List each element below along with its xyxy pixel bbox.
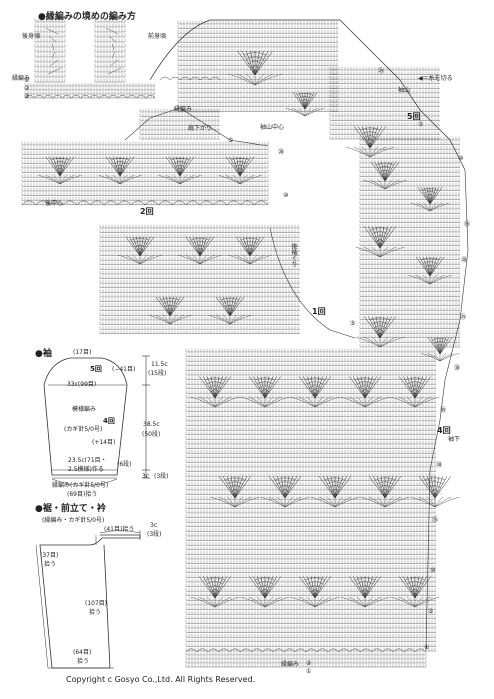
back-body-label: 後身頃 — [22, 33, 41, 40]
row-marker: ⑤ — [350, 320, 356, 327]
sleeve-pickup: (69目)拾う — [67, 491, 98, 498]
bottom-edge-label: 縁編み — [281, 661, 300, 668]
sleeve-pattern: 模様編み — [72, 406, 97, 413]
row-marker: ① — [306, 668, 312, 675]
row-marker: ⑳ — [278, 149, 285, 156]
hem-dim: 3c — [150, 522, 158, 529]
sleeve-top-center-label: 袖山中心 — [260, 124, 285, 131]
row-marker: ⑮ — [464, 221, 471, 228]
sleeve-dim-mid: 38.5c — [143, 421, 160, 428]
hem-front-pick-2: 拾う — [44, 561, 57, 568]
row-marker: ⑤ — [418, 121, 424, 128]
sleeve-rows-6: (6段) — [117, 461, 132, 468]
copyright-notice: Copyright c Gosyo Co.,Ltd. All Rights Re… — [66, 675, 256, 684]
front-body-label: 前身頃 — [148, 33, 167, 40]
row-marker: ⑮ — [432, 517, 439, 524]
hem-side-pick-2: 拾う — [89, 609, 102, 616]
sleeve-top-stitches: (17目) — [73, 349, 92, 356]
thread-cut-legend: ◀＝糸を切る — [418, 75, 453, 82]
edge-side-label: 縁編み — [12, 75, 31, 82]
sleeve-width: 33c(99目) — [67, 381, 97, 388]
row-marker: ⑩ — [430, 567, 436, 574]
edge-join-heading: ●縁編みの境めの編み方 — [38, 12, 136, 22]
sleeve-heading: ●袖 — [35, 349, 52, 359]
edge-label-top: 縁編み — [174, 106, 193, 113]
sleeve-hook: (カギ針5/0号) — [64, 426, 103, 433]
sleeve-top-label: 袖山 — [398, 87, 411, 94]
sleeve-dim-top: 11.5c — [151, 361, 168, 368]
hem-subtitle: (縁編み・カギ針5/0号) — [42, 517, 105, 524]
sleeve-dim-bottom: 3c — [142, 473, 150, 480]
row-marker: ② — [306, 660, 312, 667]
underarm-label: 袖下 — [448, 436, 461, 443]
row-marker: ㉚ — [454, 365, 461, 372]
sleeve-increase: (+14目) — [92, 439, 116, 446]
row-marker: ㉕ — [460, 314, 467, 321]
piece-1-label: 1回 — [312, 307, 326, 316]
back-center-label: 後中心 — [45, 200, 64, 207]
sleeve-dim-top-rows: (15段) — [148, 370, 167, 377]
hem-bottom-pick-2: 拾う — [77, 658, 90, 665]
hem-side-pick: (107目) — [85, 600, 108, 607]
piece-2-label: 2回 — [140, 207, 154, 216]
sleeve-piece-5: 5回 — [90, 365, 102, 373]
hem-dim-rows: (3段) — [147, 531, 162, 538]
row-marker: ① — [424, 644, 430, 651]
row-marker: ⑩ — [458, 155, 464, 162]
piece-5-label: 5回 — [407, 112, 421, 121]
hem-front-pick: (37目) — [40, 552, 59, 559]
piece-4-label: 4回 — [437, 426, 451, 435]
shoulder-slope-label: 肩下がり — [188, 125, 213, 132]
sleeve-dim-mid-rows: (50段) — [142, 431, 161, 438]
row-marker: ㉕ — [378, 68, 385, 75]
row-marker: ⑳ — [436, 462, 443, 469]
row-marker: ㉟ — [440, 407, 447, 414]
row-marker: ⑩ — [283, 192, 289, 199]
sleeve-top-decrease: (−41目) — [112, 366, 136, 373]
hem-heading: ●裾・前立て・衿 — [35, 504, 106, 514]
row-marker: ⑳ — [461, 257, 468, 264]
row-marker: ① — [24, 77, 30, 84]
row-marker: ⑤ — [228, 137, 234, 144]
row-marker: ⑤ — [428, 608, 434, 615]
back-armhole-label: 後袖ぐり — [290, 243, 297, 267]
sleeve-cuff-2: 2.5模様)作る — [68, 466, 104, 473]
sleeve-cuff-1: 23.5c(71目・ — [68, 457, 107, 464]
row-marker: ③ — [24, 93, 30, 100]
sleeve-rows-3: (3段) — [154, 473, 169, 480]
hem-neck-pick: (41目)拾う — [104, 526, 135, 533]
hem-bottom-pick: (64目) — [73, 649, 92, 656]
sleeve-piece-4: 4回 — [103, 417, 115, 425]
sleeve-edge-note: 縁編み(カギ針5/0号) — [52, 482, 109, 489]
row-marker: ② — [24, 85, 30, 92]
